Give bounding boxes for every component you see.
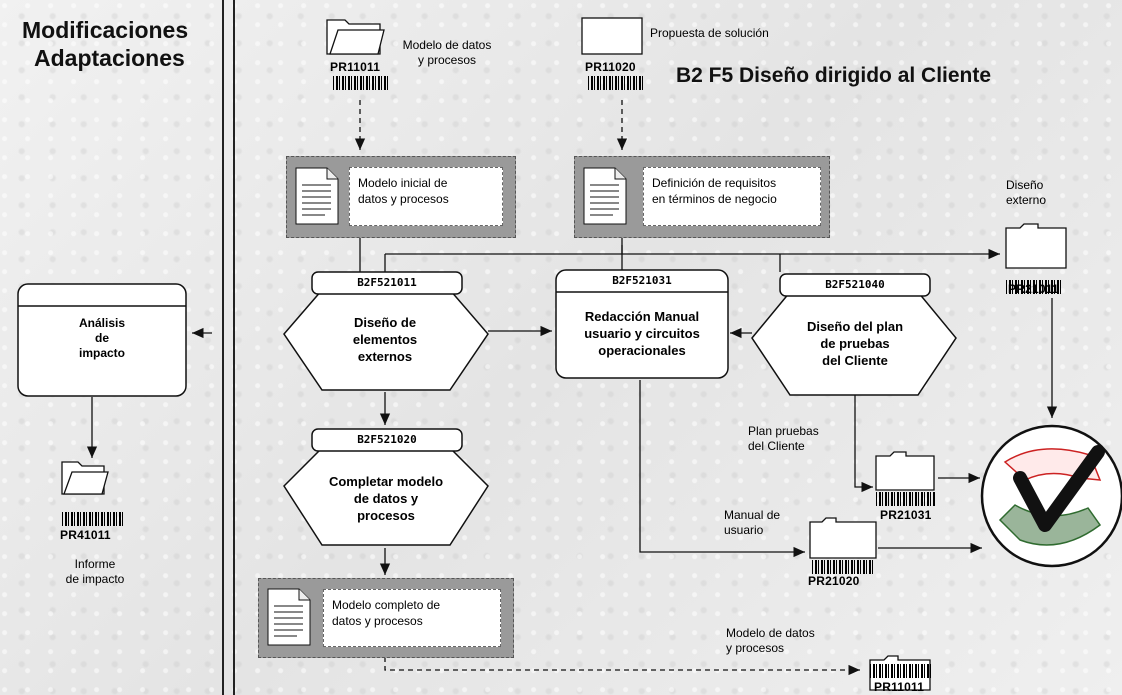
document-text: Modelo inicial de datos y procesos	[349, 167, 503, 226]
document-icon	[267, 588, 311, 646]
document-modelo-completo[interactable]: Modelo completo de datos y procesos	[258, 578, 514, 658]
activity-code: B2F521011	[357, 276, 417, 289]
activity-diseno-elementos[interactable]: Diseño de elementos externos	[352, 315, 418, 364]
barcode-icon	[812, 560, 874, 574]
activity-code: B2F521040	[825, 278, 885, 291]
activity-code: B2F521031	[612, 274, 672, 287]
section-title: Modificaciones Adaptaciones	[22, 16, 220, 72]
output-label-diseno-externo: Diseño externo	[1006, 178, 1047, 207]
page-title: B2 F5 Diseño dirigido al Cliente	[676, 64, 992, 87]
document-modelo-inicial[interactable]: Modelo inicial de datos y procesos	[286, 156, 516, 238]
section-title-line1: Modificaciones	[22, 17, 189, 43]
input-label-propuesta: Propuesta de solución	[650, 26, 769, 40]
barcode-icon	[1006, 280, 1062, 294]
section-title-line2: Adaptaciones	[34, 45, 185, 71]
barcode-icon	[62, 512, 124, 526]
barcode-icon	[876, 492, 936, 506]
document-text: Modelo completo de datos y procesos	[323, 589, 501, 647]
folder-icon	[326, 19, 385, 55]
output-code-pr21011: PR21011	[1008, 282, 1059, 296]
document-icon	[295, 167, 339, 225]
activity-redaccion-manual[interactable]: Redacción Manual usuario y circuitos ope…	[584, 309, 700, 358]
barcode-icon	[588, 76, 644, 90]
process-analisis-impacto[interactable]: Análisis de impacto	[78, 316, 126, 360]
checkmark-icon	[982, 426, 1122, 566]
output-label-plan-pruebas: Plan pruebas del Cliente	[748, 424, 819, 453]
output-code-pr21020: PR21020	[808, 574, 860, 588]
document-text: Definición de requisitos en términos de …	[643, 167, 821, 226]
input-code-pr11020: PR11020	[585, 60, 636, 74]
input-code-pr11011: PR11011	[330, 60, 381, 74]
output-label-informe: Informe de impacto	[65, 557, 125, 586]
output-code-pr21031: PR21031	[880, 508, 932, 522]
output-code-pr41011: PR41011	[60, 528, 111, 542]
output-label-manual: Manual de usuario	[724, 508, 781, 537]
output-code-pr11011: PR11011	[874, 680, 925, 694]
activity-completar-modelo[interactable]: Completar modelo de datos y procesos	[328, 474, 444, 523]
input-label-modelo: Modelo de datos y procesos	[402, 38, 492, 67]
output-label-modelo-datos: Modelo de datos y procesos	[726, 626, 815, 655]
barcode-icon	[870, 664, 932, 678]
document-icon	[583, 167, 627, 225]
barcode-icon	[333, 76, 389, 90]
document-requisitos[interactable]: Definición de requisitos en términos de …	[574, 156, 830, 238]
activity-diseno-plan-pruebas[interactable]: Diseño del plan de pruebas del Cliente	[806, 319, 904, 368]
activity-code: B2F521020	[357, 433, 417, 446]
